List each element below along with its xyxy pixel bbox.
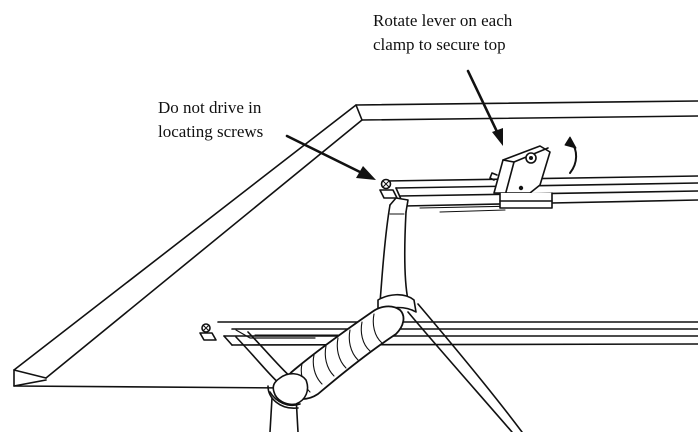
clamp-lever — [489, 145, 553, 209]
leg-strut-front — [377, 197, 417, 313]
rotation-arrow-icon — [564, 136, 578, 174]
rear-rail — [199, 321, 698, 346]
cross-brace — [267, 305, 405, 409]
leader-arrow-screws — [285, 134, 376, 180]
callout-lever-text: Rotate lever on each clamp to secure top — [373, 9, 512, 57]
locating-screw-front — [379, 178, 398, 199]
callout-screws-text: Do not drive in locating screws — [158, 96, 263, 144]
callout-lever-line-2: clamp to secure top — [373, 35, 506, 54]
leader-arrow-lever — [466, 69, 503, 146]
callout-lever-line-1: Rotate lever on each — [373, 11, 513, 30]
callout-screws-line-2: locating screws — [158, 122, 264, 141]
table-top — [13, 100, 698, 389]
callout-screws-line-1: Do not drive in — [158, 98, 262, 117]
